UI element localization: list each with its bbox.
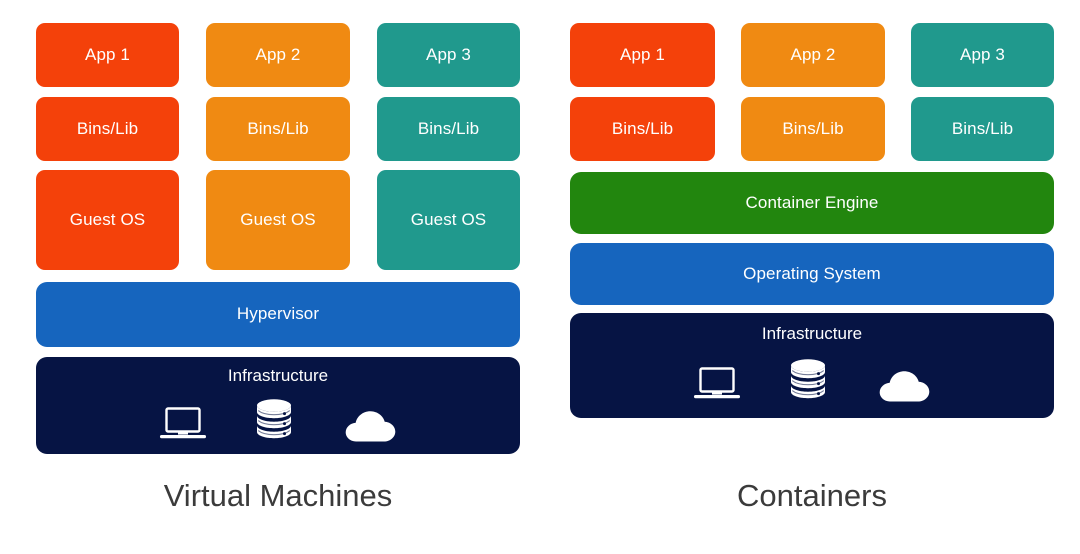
container-infrastructure-icon-row [693, 358, 931, 404]
vm-bins-box-1[interactable]: Bins/Lib [36, 97, 179, 161]
vm-bins-label-3: Bins/Lib [417, 118, 480, 138]
container-app-label-1: App 1 [620, 44, 665, 64]
laptop-icon [693, 364, 741, 404]
container-operating-system-box[interactable]: Operating System [570, 243, 1054, 305]
container-app-label-2: App 2 [790, 44, 836, 64]
container-app-box-2[interactable]: App 2 [741, 23, 885, 87]
vm-app-label-2: App 2 [255, 44, 301, 64]
vm-caption: Virtual Machines [163, 478, 393, 513]
container-infrastructure-label: Infrastructure [761, 324, 863, 343]
vm-app-box-1[interactable]: App 1 [36, 23, 179, 87]
vm-app-box-3[interactable]: App 3 [377, 23, 520, 87]
container-app-box-1[interactable]: App 1 [570, 23, 715, 87]
vm-bins-label-2: Bins/Lib [247, 118, 309, 138]
container-bins-label-1: Bins/Lib [611, 118, 674, 138]
container-engine-label: Container Engine [745, 192, 879, 212]
vm-guest-os-box-1[interactable]: Guest OS [36, 170, 179, 270]
container-operating-system-label: Operating System [743, 263, 881, 283]
container-app-label-3: App 3 [960, 44, 1005, 64]
vm-infrastructure-box[interactable]: Infrastructure [36, 357, 520, 454]
container-infrastructure-box[interactable]: Infrastructure [570, 313, 1054, 418]
container-bins-box-3[interactable]: Bins/Lib [911, 97, 1054, 161]
vm-infrastructure-icon-row [159, 398, 397, 444]
container-app-box-3[interactable]: App 3 [911, 23, 1054, 87]
vm-guest-os-label-2: Guest OS [240, 209, 316, 229]
vm-bins-box-2[interactable]: Bins/Lib [206, 97, 350, 161]
vm-guest-os-box-3[interactable]: Guest OS [377, 170, 520, 270]
vm-app-label-3: App 3 [426, 44, 471, 64]
database-icon [787, 358, 829, 404]
container-bins-box-2[interactable]: Bins/Lib [741, 97, 885, 161]
vm-app-box-2[interactable]: App 2 [206, 23, 350, 87]
vm-guest-os-box-2[interactable]: Guest OS [206, 170, 350, 270]
vm-infrastructure-label: Infrastructure [227, 366, 329, 385]
laptop-icon [159, 404, 207, 444]
container-bins-box-1[interactable]: Bins/Lib [570, 97, 715, 161]
container-engine-box[interactable]: Container Engine [570, 172, 1054, 234]
vm-bins-box-3[interactable]: Bins/Lib [377, 97, 520, 161]
vm-guest-os-label-1: Guest OS [69, 209, 146, 229]
cloud-icon [341, 408, 397, 444]
vm-hypervisor-box[interactable]: Hypervisor [36, 282, 520, 347]
container-bins-label-3: Bins/Lib [951, 118, 1014, 138]
vm-guest-os-label-3: Guest OS [410, 209, 487, 229]
database-icon [253, 398, 295, 444]
cloud-icon [875, 368, 931, 404]
container-caption: Containers [737, 478, 887, 513]
container-bins-label-2: Bins/Lib [782, 118, 844, 138]
vm-app-label-1: App 1 [85, 44, 130, 64]
vm-hypervisor-label: Hypervisor [236, 304, 320, 324]
vm-bins-label-1: Bins/Lib [76, 118, 139, 138]
